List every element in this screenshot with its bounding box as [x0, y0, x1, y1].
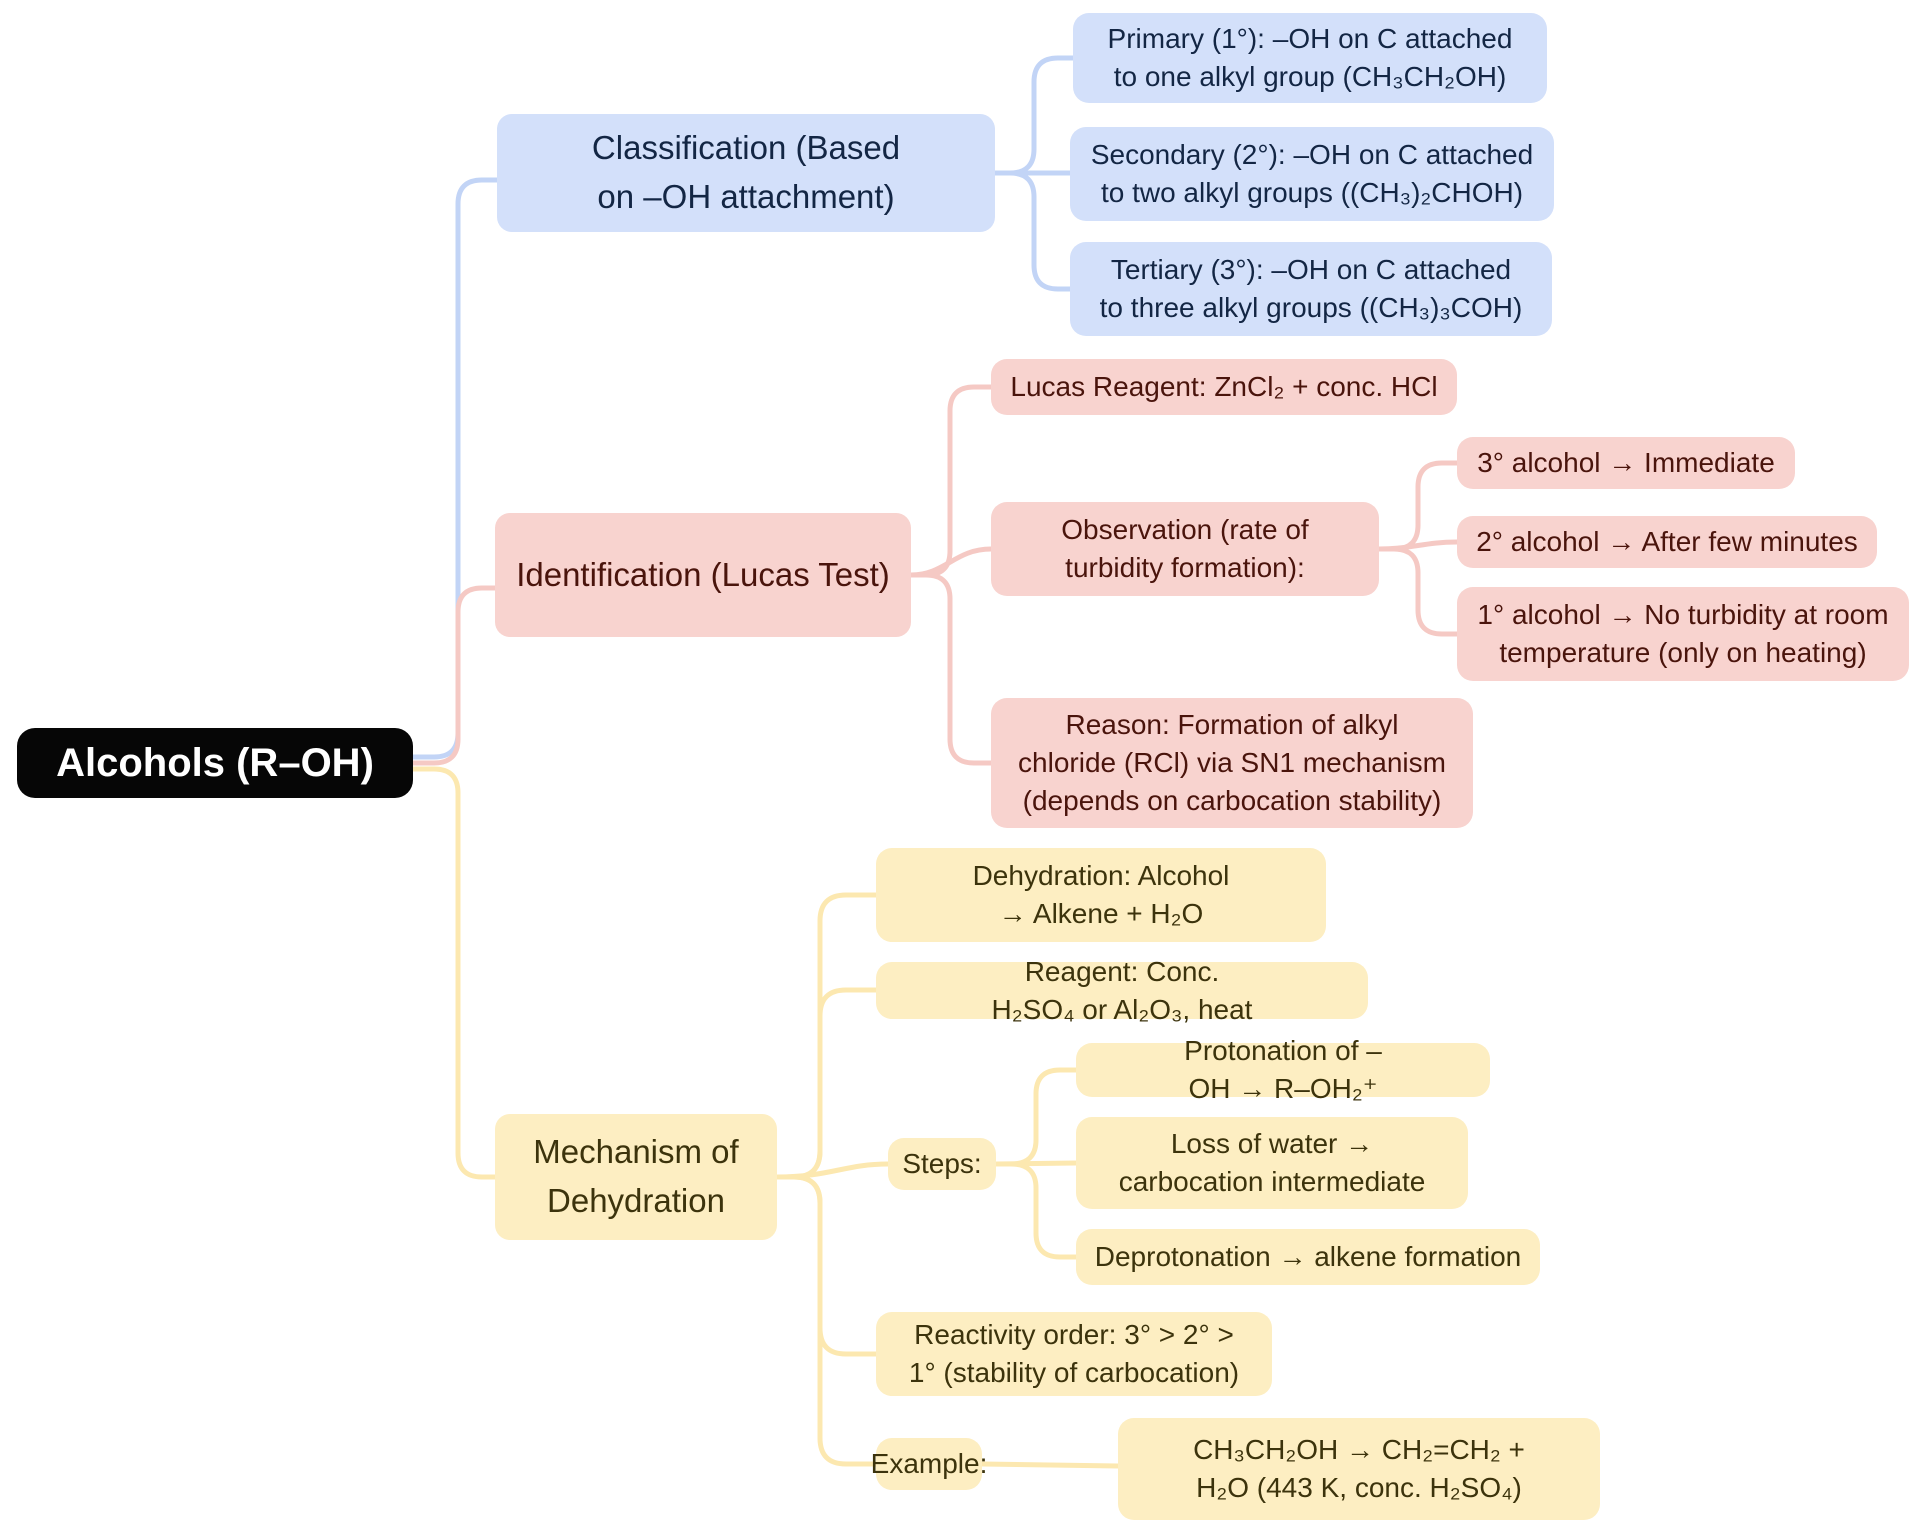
node-dehydration-reagent: Reagent: Conc. H₂SO₄ or Al₂O₃, heat	[876, 956, 1368, 1025]
connector-identification-reagent	[908, 384, 994, 578]
node-lucas-reagent: Lucas Reagent: ZnCl₂ + conc. HCl	[991, 359, 1457, 415]
node-reason: Reason: Formation of alkyl chloride (RCl…	[991, 698, 1473, 828]
node-classification-tertiary: Tertiary (3°): –OH on C attached to thre…	[1070, 242, 1552, 336]
node-observation-primary: 1° alcohol → No turbidity at room temper…	[1457, 587, 1909, 681]
connector-root-classification	[410, 177, 500, 760]
node-classification: Classification (Based on –OH attachment)	[497, 114, 995, 232]
connector-observation-tertiary	[1376, 460, 1460, 552]
connector-steps-protonation	[993, 1067, 1079, 1167]
node-observation-secondary: 2° alcohol → After few minutes	[1457, 516, 1877, 568]
connector-observation-primary	[1376, 546, 1460, 637]
connector-classification-primary	[992, 55, 1076, 176]
node-example-formula: CH₃CH₂OH → CH₂=CH₂ + H₂O (443 K, conc. H…	[1118, 1418, 1600, 1520]
node-steps-loss: Loss of water → carbocation intermediate	[1076, 1117, 1468, 1209]
connector-root-identification	[410, 585, 498, 766]
node-dehydration: Dehydration: Alcohol → Alkene + H₂O	[876, 848, 1326, 942]
connector-identification-reason	[908, 572, 994, 766]
connector-mechanism-dehydration	[774, 892, 879, 1180]
node-observation: Observation (rate of turbidity formation…	[991, 502, 1379, 596]
connector-classification-tertiary	[992, 170, 1073, 292]
connector-mechanism-reagent	[774, 987, 879, 1180]
node-classification-secondary: Secondary (2°): –OH on C attached to two…	[1070, 127, 1554, 221]
node-steps-protonation: Protonation of –OH → R–OH₂⁺	[1076, 1035, 1490, 1104]
connector-example-formula	[979, 1461, 1121, 1469]
node-identification: Identification (Lucas Test)	[495, 513, 911, 637]
node-root: Alcohols (R–OH)	[17, 728, 413, 798]
node-steps: Steps:	[888, 1138, 996, 1190]
connector-root-mechanism	[410, 766, 498, 1180]
node-reactivity-order: Reactivity order: 3° > 2° > 1° (stabilit…	[876, 1312, 1272, 1396]
node-observation-tertiary: 3° alcohol → Immediate	[1457, 437, 1795, 489]
node-steps-deprotonation: Deprotonation → alkene formation	[1076, 1229, 1540, 1285]
connector-mechanism-example	[774, 1174, 879, 1467]
connector-steps-deprotonation	[993, 1161, 1079, 1260]
connector-mechanism-reactivity	[774, 1174, 879, 1357]
node-example: Example:	[871, 1438, 987, 1490]
node-mechanism: Mechanism of Dehydration	[495, 1114, 777, 1240]
node-classification-primary: Primary (1°): –OH on C attached to one a…	[1073, 13, 1547, 103]
